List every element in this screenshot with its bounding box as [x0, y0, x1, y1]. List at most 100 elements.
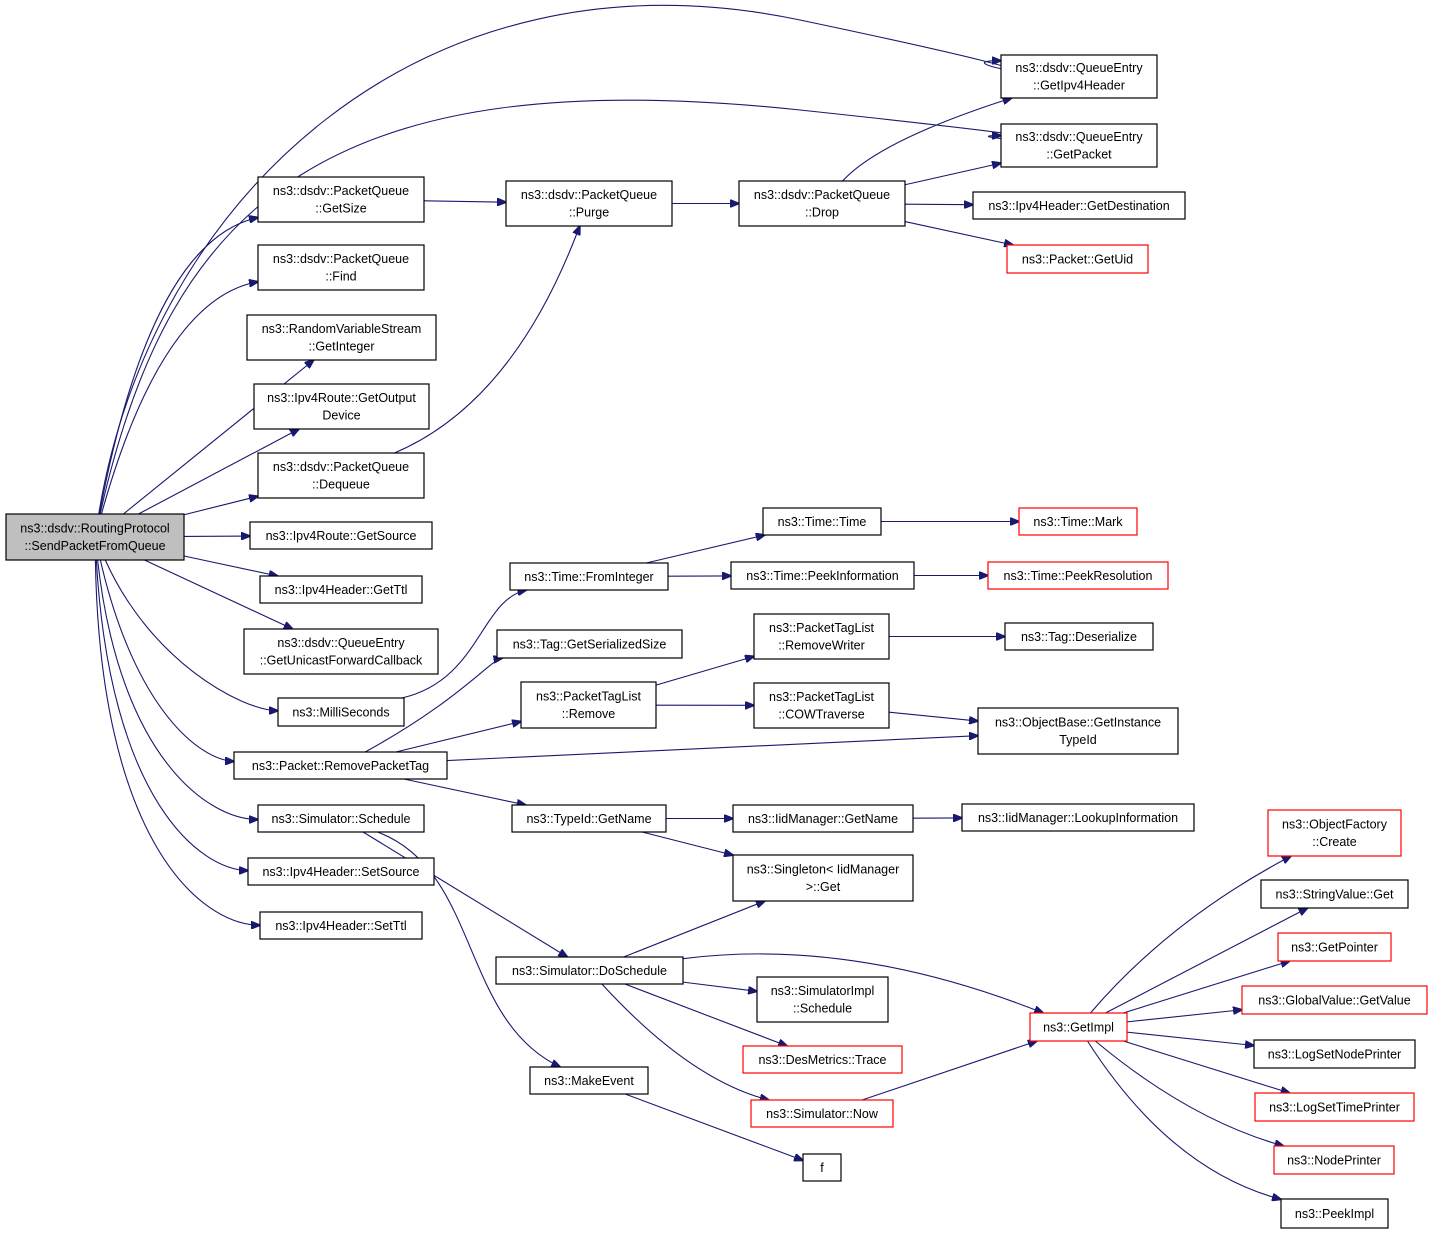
node-simulator-now[interactable]: ns3::Simulator::Now	[750, 1099, 894, 1128]
node-label: ns3::Ipv4Route::GetSource	[266, 529, 417, 543]
node-string-value-get[interactable]: ns3::StringValue::Get	[1260, 879, 1409, 909]
node-send-packet-from-queue[interactable]: ns3::dsdv::RoutingProtocol::SendPacketFr…	[5, 513, 185, 561]
node-node-printer[interactable]: ns3::NodePrinter	[1273, 1145, 1395, 1175]
node-label: ::Drop	[805, 206, 839, 220]
node-from-integer[interactable]: ns3::Time::FromInteger	[509, 562, 669, 591]
node-get-ipv4-header[interactable]: ns3::dsdv::QueueEntry::GetIpv4Header	[1000, 54, 1158, 99]
edge-get-impl-to-node-printer	[1094, 1040, 1283, 1146]
node-get-size[interactable]: ns3::dsdv::PacketQueue::GetSize	[257, 176, 425, 223]
node-get-unicast-forward-callback[interactable]: ns3::dsdv::QueueEntry::GetUnicastForward…	[243, 628, 439, 675]
node-peek-impl[interactable]: ns3::PeekImpl	[1280, 1198, 1389, 1229]
node-label: ns3::SimulatorImpl	[771, 984, 875, 998]
node-time-mark[interactable]: ns3::Time::Mark	[1018, 507, 1138, 536]
node-label: ::RemoveWriter	[778, 639, 865, 653]
node-label: ::COWTraverse	[778, 708, 864, 722]
node-label: ns3::Time::PeekInformation	[746, 569, 898, 583]
node-log-set-time-printer[interactable]: ns3::LogSetTimePrinter	[1254, 1092, 1415, 1122]
node-label: ::GetSize	[315, 202, 366, 216]
node-remove-packet-tag[interactable]: ns3::Packet::RemovePacketTag	[233, 751, 448, 780]
node-get-destination[interactable]: ns3::Ipv4Header::GetDestination	[972, 191, 1186, 220]
edge-cowtraverse-to-get-instance-type-id	[888, 711, 978, 721]
node-time-time[interactable]: ns3::Time::Time	[762, 507, 882, 536]
node-label: ns3::Packet::RemovePacketTag	[252, 759, 429, 773]
edge-ptlremove-to-remove-writer	[655, 656, 754, 686]
edge-drop-to-get-ipv4-header	[842, 98, 1012, 182]
edge-send-packet-from-queue-to-dequeue	[183, 496, 258, 516]
node-label: ns3::GetImpl	[1043, 1020, 1114, 1034]
node-remove-writer[interactable]: ns3::PacketTagList::RemoveWriter	[753, 613, 890, 660]
node-box	[1000, 54, 1158, 99]
node-label: ns3::PacketTagList	[769, 621, 874, 635]
node-box	[977, 707, 1179, 755]
node-get-ttl[interactable]: ns3::Ipv4Header::GetTtl	[259, 575, 423, 604]
node-dequeue[interactable]: ns3::dsdv::PacketQueue::Dequeue	[257, 452, 425, 499]
node-box	[1280, 1198, 1389, 1229]
node-type-id-get-name[interactable]: ns3::TypeId::GetName	[511, 804, 667, 833]
node-get-source[interactable]: ns3::Ipv4Route::GetSource	[249, 521, 433, 550]
node-label: ns3::Singleton< IidManager	[747, 863, 900, 877]
node-label: ns3::Ipv4Header::SetSource	[262, 865, 419, 879]
node-milli-seconds[interactable]: ns3::MilliSeconds	[277, 697, 405, 727]
node-label: ns3::PacketTagList	[769, 690, 874, 704]
edge-send-packet-from-queue-to-get-ipv4-header	[98, 4, 1015, 515]
edge-schedule-to-do-schedule	[362, 831, 567, 957]
node-peek-resolution[interactable]: ns3::Time::PeekResolution	[987, 561, 1169, 590]
edge-simulator-now-to-get-impl	[861, 1041, 1037, 1101]
edge-milli-seconds-to-from-integer	[401, 590, 527, 699]
node-set-ttl[interactable]: ns3::Ipv4Header::SetTtl	[259, 911, 423, 940]
edge-send-packet-from-queue-to-milli-seconds	[104, 559, 278, 711]
node-object-factory-create[interactable]: ns3::ObjectFactory::Create	[1267, 809, 1402, 857]
node-ptlremove[interactable]: ns3::PacketTagList::Remove	[520, 681, 657, 729]
node-schedule[interactable]: ns3::Simulator::Schedule	[257, 804, 425, 833]
node-des-metrics-trace[interactable]: ns3::DesMetrics::Trace	[742, 1045, 903, 1074]
node-set-source[interactable]: ns3::Ipv4Header::SetSource	[247, 857, 435, 886]
node-log-set-node-printer[interactable]: ns3::LogSetNodePrinter	[1253, 1039, 1416, 1069]
node-get-packet[interactable]: ns3::dsdv::QueueEntry::GetPacket	[1000, 123, 1158, 168]
node-make-event[interactable]: ns3::MakeEvent	[529, 1066, 649, 1095]
edge-get-size-to-purge	[423, 201, 506, 202]
node-label: >::Get	[806, 880, 841, 894]
node-do-schedule[interactable]: ns3::Simulator::DoSchedule	[495, 956, 684, 985]
node-label: ns3::Time::FromInteger	[524, 570, 653, 584]
node-iid-get-name[interactable]: ns3::IidManager::GetName	[732, 804, 914, 833]
node-label: ::Remove	[562, 707, 616, 721]
node-label: ::Dequeue	[312, 478, 370, 492]
node-label: ns3::MilliSeconds	[292, 705, 389, 719]
node-get-pointer[interactable]: ns3::GetPointer	[1277, 932, 1392, 962]
node-box	[742, 1045, 903, 1074]
node-box	[756, 976, 889, 1023]
node-global-value-get-value[interactable]: ns3::GlobalValue::GetValue	[1241, 985, 1428, 1015]
edge-dequeue-to-purge	[394, 226, 579, 454]
node-drop[interactable]: ns3::dsdv::PacketQueue::Drop	[738, 180, 906, 227]
node-box	[1277, 932, 1392, 962]
node-cowtraverse[interactable]: ns3::PacketTagList::COWTraverse	[753, 682, 890, 729]
edge-send-packet-from-queue-to-get-size	[98, 217, 258, 515]
node-box	[520, 681, 657, 729]
node-label: ns3::dsdv::PacketQueue	[273, 460, 409, 474]
node-box	[802, 1153, 842, 1182]
edge-type-id-get-name-to-singleton-get	[641, 831, 733, 855]
node-box	[753, 682, 890, 729]
node-get-uid[interactable]: ns3::Packet::GetUid	[1006, 244, 1149, 274]
node-get-impl[interactable]: ns3::GetImpl	[1029, 1012, 1128, 1042]
node-box	[529, 1066, 649, 1095]
node-label: ns3::dsdv::PacketQueue	[273, 184, 409, 198]
node-box	[730, 561, 915, 590]
node-box	[972, 191, 1186, 220]
node-get-serialized-size[interactable]: ns3::Tag::GetSerializedSize	[496, 629, 683, 659]
node-f[interactable]: f	[802, 1153, 842, 1182]
node-singleton-get[interactable]: ns3::Singleton< IidManager >::Get	[732, 854, 914, 902]
edge-schedule-to-make-event	[377, 831, 560, 1067]
node-find[interactable]: ns3::dsdv::PacketQueue::Find	[257, 244, 425, 291]
edge-remove-packet-tag-to-type-id-get-name	[403, 778, 526, 805]
node-sim-impl-schedule[interactable]: ns3::SimulatorImpl::Schedule	[756, 976, 889, 1023]
node-label: ns3::PeekImpl	[1295, 1207, 1374, 1221]
edge-get-impl-to-log-set-time-printer	[1123, 1040, 1289, 1093]
node-deserialize[interactable]: ns3::Tag::Deserialize	[1004, 622, 1154, 651]
node-get-integer[interactable]: ns3::RandomVariableStream::GetInteger	[246, 314, 437, 361]
node-purge[interactable]: ns3::dsdv::PacketQueue::Purge	[505, 180, 673, 227]
node-lookup-information[interactable]: ns3::IidManager::LookupInformation	[961, 803, 1195, 832]
node-peek-information[interactable]: ns3::Time::PeekInformation	[730, 561, 915, 590]
